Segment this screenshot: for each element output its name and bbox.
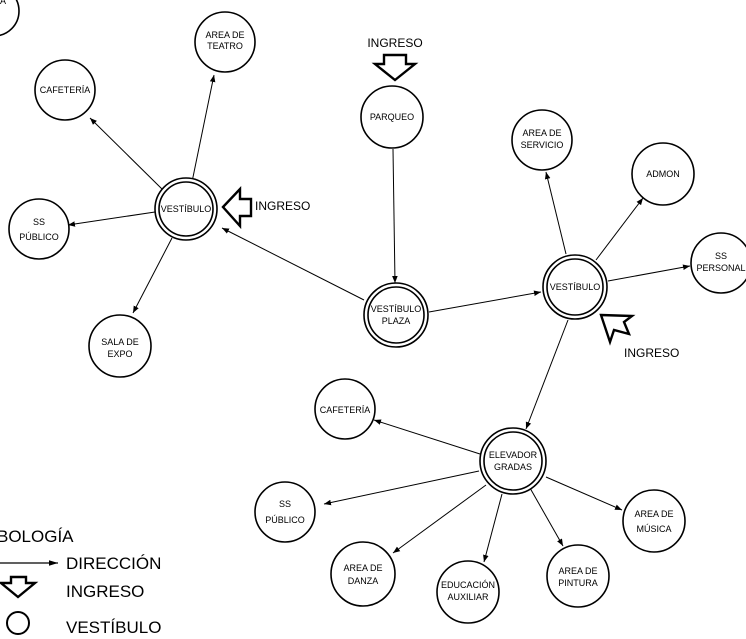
svg-text:PARQUEO: PARQUEO	[370, 112, 414, 122]
svg-text:SS: SS	[33, 217, 45, 227]
svg-text:DANZA: DANZA	[348, 576, 379, 586]
ingreso-arrow-down-icon	[371, 53, 419, 82]
svg-text:GRADAS: GRADAS	[494, 462, 532, 472]
node-ss-personal: SS PERSONAL	[690, 232, 746, 294]
svg-text:SS: SS	[715, 251, 727, 261]
node-ss-publico-left: SS PÚBLICO	[8, 198, 70, 260]
node-vestibulo-right: VESTÍBULO	[542, 254, 608, 320]
svg-text:AREA DE: AREA DE	[634, 509, 673, 519]
edge-plaza-to-vestibulo-left	[221, 227, 365, 301]
edge-elevador-to-danza	[392, 484, 487, 554]
svg-text:PÚBLICO: PÚBLICO	[19, 232, 59, 242]
node-area-danza: AREA DE DANZA	[330, 541, 396, 607]
svg-text:VESTÍBULO: VESTÍBULO	[550, 282, 601, 292]
svg-text:AREA DE: AREA DE	[343, 563, 382, 573]
node-vestibulo-plaza: VESTÍBULO PLAZA	[363, 282, 429, 348]
legend-vestibulo-label: VESTÍBULO	[66, 618, 161, 637]
svg-text:ADMON: ADMON	[646, 169, 680, 179]
svg-text:SALA DE: SALA DE	[101, 337, 139, 347]
ingreso-top: INGRESO	[367, 36, 423, 82]
edge-plaza-to-vestibulo-right	[428, 290, 542, 313]
edge-vestibulo-to-ss-personal	[607, 264, 691, 282]
node-area-teatro: AREA DE TEATRO	[194, 11, 256, 73]
svg-text:EDUCACIÓN: EDUCACIÓN	[441, 580, 495, 590]
svg-text:VESTÍBULO: VESTÍBULO	[161, 204, 212, 214]
node-ss-publico-bottom: SS PÚBLICO	[254, 481, 316, 543]
edge-elevador-to-cafeteria-bottom	[373, 419, 481, 455]
edge-vestibulo-to-admon	[595, 197, 644, 261]
svg-text:CAFETERÍA: CAFETERÍA	[320, 405, 371, 415]
legend: BOLOGÍA DIRECCIÓN INGRESO VESTÍBULO	[0, 527, 161, 637]
node-sala-expo: SALA DE EXPO	[88, 314, 152, 378]
edge-vestibulo-to-ss-publico-left	[67, 211, 156, 227]
edge-vestibulo-to-teatro	[191, 74, 216, 183]
node-admon: ADMON	[631, 142, 695, 206]
svg-text:TEATRO: TEATRO	[207, 41, 243, 51]
svg-text:MÚSICA: MÚSICA	[636, 524, 671, 534]
node-top-left-partial: A	[0, 0, 20, 37]
edge-elevador-to-musica	[545, 476, 623, 511]
svg-text:AUXILIAR: AUXILIAR	[447, 592, 489, 602]
edge-elevador-to-ss-publico-bottom	[323, 470, 480, 506]
svg-text:AREA DE: AREA DE	[205, 30, 244, 40]
node-parqueo: PARQUEO	[360, 85, 424, 149]
svg-text:PERSONAL: PERSONAL	[696, 263, 745, 273]
svg-text:SERVICIO: SERVICIO	[521, 140, 564, 150]
edge-vestibulo-to-elevador	[525, 319, 569, 430]
svg-text:VESTÍBULO: VESTÍBULO	[371, 304, 422, 314]
svg-text:AREA DE: AREA DE	[522, 128, 561, 138]
edge-elevador-to-pintura	[529, 487, 564, 547]
svg-text:EXPO: EXPO	[107, 349, 132, 359]
ingreso-right: INGRESO	[599, 313, 679, 360]
edge-vestibulo-to-sala-expo	[132, 237, 173, 314]
svg-text:SS: SS	[279, 499, 291, 509]
node-cafeteria-top: CAFETERÍA	[34, 59, 96, 121]
svg-text:PLAZA: PLAZA	[382, 316, 411, 326]
svg-text:ELEVADOR: ELEVADOR	[489, 450, 538, 460]
svg-text:INGRESO: INGRESO	[255, 199, 310, 213]
legend-ingreso-arrow-icon	[0, 575, 39, 599]
ingreso-left: INGRESO	[221, 185, 310, 230]
legend-ingreso-label: INGRESO	[66, 582, 144, 601]
ingreso-arrow-diagonal-icon	[599, 313, 636, 346]
svg-text:PÚBLICO: PÚBLICO	[265, 515, 305, 525]
svg-text:INGRESO: INGRESO	[624, 346, 679, 360]
svg-text:INGRESO: INGRESO	[367, 36, 422, 50]
edges	[67, 74, 691, 563]
edge-vestibulo-to-cafeteria-top	[89, 117, 164, 191]
node-vestibulo-left: VESTÍBULO	[154, 177, 218, 241]
node-area-pintura: AREA DE PINTURA	[546, 544, 610, 608]
node-educacion-auxiliar: EDUCACIÓN AUXILIAR	[436, 560, 500, 624]
svg-text:AREA DE: AREA DE	[558, 566, 597, 576]
legend-title: BOLOGÍA	[0, 527, 74, 546]
node-area-musica: AREA DE MÚSICA	[622, 489, 686, 553]
edge-elevador-to-educacion	[483, 493, 503, 563]
node-area-servicio: AREA DE SERVICIO	[511, 109, 573, 171]
node-elevador-gradas: ELEVADOR GRADAS	[479, 427, 547, 495]
svg-text:CAFETERÍA: CAFETERÍA	[40, 85, 91, 95]
legend-direccion-label: DIRECCIÓN	[66, 554, 161, 573]
edge-parqueo-to-plaza	[392, 148, 398, 284]
ingreso-arrow-left-icon	[221, 185, 253, 230]
legend-vestibulo-circle-icon	[6, 611, 30, 635]
edge-vestibulo-to-servicio	[544, 171, 567, 255]
svg-text:A: A	[0, 0, 6, 6]
svg-text:PINTURA: PINTURA	[558, 578, 598, 588]
node-cafeteria-bottom: CAFETERÍA	[314, 378, 376, 440]
